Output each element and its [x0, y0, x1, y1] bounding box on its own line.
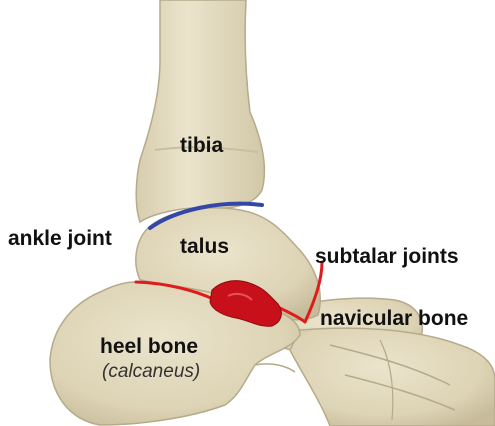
label-heel-bone-sub: (calcaneus)	[102, 362, 200, 381]
label-heel-bone: heel bone	[100, 336, 198, 357]
label-tibia: tibia	[180, 135, 223, 156]
tibia-bone	[136, 0, 264, 222]
label-navicular-bone: navicular bone	[320, 308, 468, 329]
heel-bone-ridge	[255, 364, 295, 372]
label-talus: talus	[180, 236, 229, 257]
label-subtalar-joints: subtalar joints	[315, 246, 459, 267]
label-ankle-joint: ankle joint	[8, 228, 112, 249]
